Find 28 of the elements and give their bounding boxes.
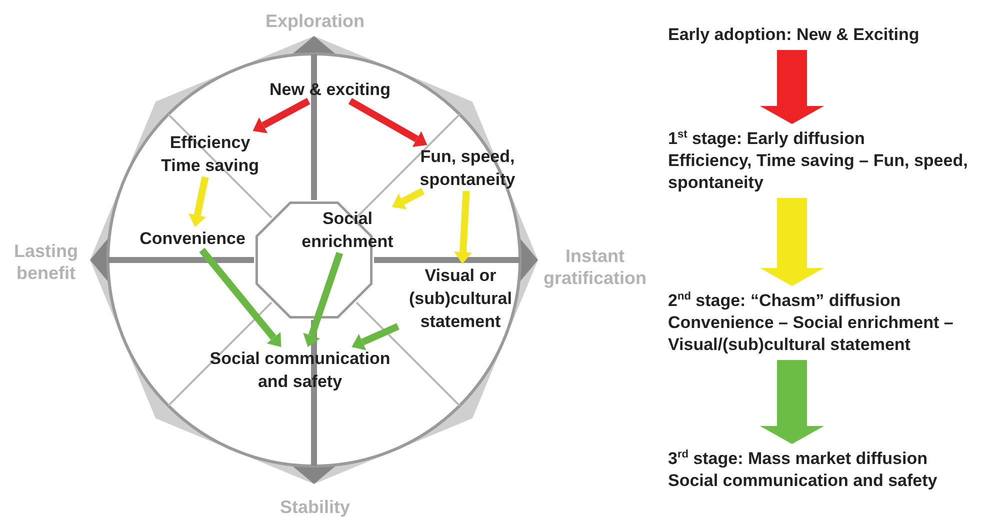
axis-label: Exploration <box>264 10 366 32</box>
axis-label: Lasting benefit <box>12 240 79 284</box>
block-arrow <box>760 360 824 444</box>
concept-label: Efficiency Time saving <box>150 131 270 177</box>
block-arrow <box>760 50 824 124</box>
stage-description: Convenience – Social enrichment – Visual/(sub)cultural statement <box>668 312 954 356</box>
arrow <box>188 176 209 227</box>
arrow <box>348 98 428 147</box>
block-arrow <box>760 198 824 286</box>
stage-heading: 1$^{st}$ stage: Early diffusion <box>668 128 866 150</box>
concept-label: Convenience <box>130 227 255 250</box>
concept-label: Fun, speed, spontaneity <box>400 145 535 191</box>
arrow <box>199 248 282 347</box>
stage-heading: 2$^{nd}$ stage: “Chasm” diffusion <box>668 290 902 312</box>
concept-label: Visual or (sub)cultural statement <box>398 264 523 333</box>
arrow <box>352 323 400 350</box>
axis-label: Instant gratification <box>542 245 648 289</box>
concept-label: Social enrichment <box>300 207 395 253</box>
stage-text: Early adoption: New & Exciting <box>668 24 988 46</box>
arrow <box>454 190 472 264</box>
arrow <box>252 98 310 134</box>
arrow <box>392 188 425 210</box>
axis-label: Stability <box>278 496 351 518</box>
stage-description: Efficiency, Time saving – Fun, speed, spontaneity <box>668 150 969 194</box>
arrow <box>303 252 343 347</box>
concept-label: Social communication and safety <box>195 347 405 393</box>
stage-description: Social communication and safety <box>668 470 938 492</box>
stage-heading: 3$^{rd}$ stage: Mass market diffusion <box>668 448 928 470</box>
